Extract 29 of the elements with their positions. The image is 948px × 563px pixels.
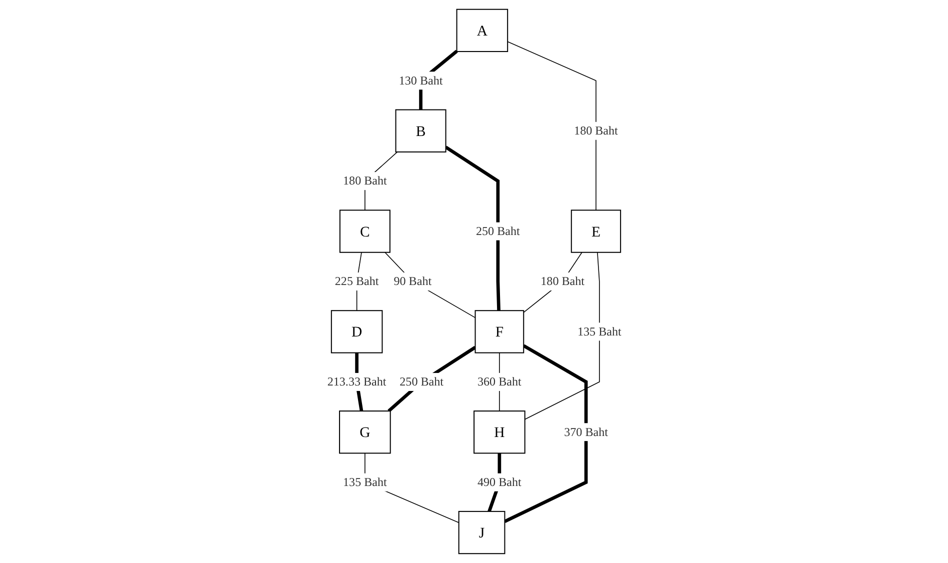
edge-label: 360 Baht (477, 374, 521, 388)
node-box: E (570, 210, 621, 253)
edge-label: 180 Baht (540, 274, 584, 288)
edge-label: 370 Baht (564, 425, 608, 438)
connector (384, 252, 476, 318)
edge-label: 180 Baht (574, 124, 618, 138)
node-box: D (330, 310, 382, 354)
edge-label: 135 Baht (342, 475, 387, 489)
edge-label: 213.33 Baht (327, 374, 386, 388)
edge-label: 90 Baht (393, 274, 432, 288)
node-box: B (394, 109, 446, 152)
node-box: J (458, 510, 505, 554)
connector (506, 41, 596, 211)
node-box: A (456, 8, 508, 52)
node-box: F (474, 310, 524, 354)
connector (387, 346, 476, 412)
connector (444, 146, 500, 311)
node-box: C (339, 210, 390, 253)
edge-label: 130 Baht (398, 74, 442, 88)
edge-label: 225 Baht (334, 274, 378, 288)
connector (504, 344, 588, 523)
edge-label: 180 Baht (342, 174, 387, 188)
edge-label: 250 Baht (476, 224, 520, 238)
edge-label: 135 Baht (577, 324, 621, 338)
edge-label: 490 Baht (477, 475, 521, 489)
connector (524, 252, 600, 420)
edge-label: 250 Baht (399, 374, 444, 388)
node-box: G (338, 410, 390, 454)
node-box: H (473, 410, 525, 454)
